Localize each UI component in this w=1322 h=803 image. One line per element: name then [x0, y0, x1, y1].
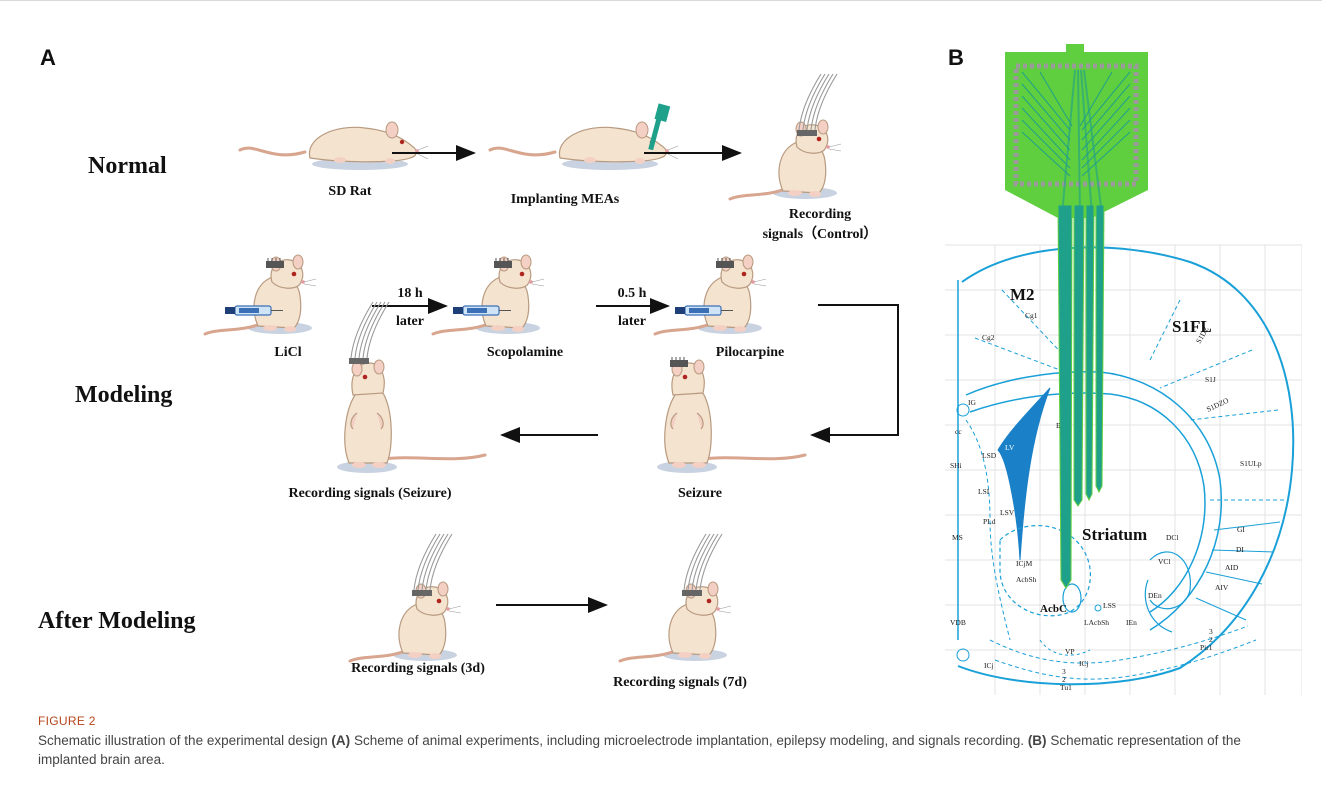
atlas-label-vcl: VCl: [1158, 557, 1171, 566]
caption-implanting: Implanting MEAs: [480, 191, 650, 209]
atlas-label-ig: IG: [968, 398, 976, 407]
atlas-label-s1dzo: S1DZO: [1205, 396, 1230, 414]
atlas-label-vdb: VDB: [950, 618, 966, 627]
atlas-label-cg1: Cg1: [1025, 311, 1038, 320]
atlas-label-s1fl: S1FL: [1172, 317, 1212, 336]
caption-pilocarpine: Pilocarpine: [690, 344, 810, 362]
atlas-label-lsi: LSI: [978, 487, 990, 496]
atlas-label-n2b: 2: [1062, 675, 1066, 684]
rat-pilocarpine-icon: [655, 255, 766, 334]
caption-rec-7d: Recording signals (7d): [580, 674, 780, 692]
atlas-label-vp: VP: [1065, 647, 1075, 656]
atlas-label-lacbsh: LAcbSh: [1084, 618, 1109, 627]
arrow-05h-bottom: later: [600, 313, 664, 331]
atlas-label-pld: PLd: [983, 517, 996, 526]
atlas-label-n2a: 2: [1209, 635, 1213, 644]
atlas-label-m2: M2: [1010, 285, 1035, 304]
caption-scopolamine: Scopolamine: [465, 344, 585, 362]
caption-sd-rat: SD Rat: [290, 183, 410, 201]
atlas-label-cc: cc: [955, 427, 962, 436]
arrow-18h-bottom: later: [380, 313, 440, 331]
caption-text-a: Scheme of animal experiments, including …: [354, 733, 1024, 748]
atlas-label-lss: LSS: [1103, 601, 1116, 610]
caption-seizure: Seizure: [650, 485, 750, 503]
atlas-label-aid: AID: [1225, 563, 1239, 572]
rat-seizure-icon: [657, 357, 805, 473]
figure-caption: Schematic illustration of the experiment…: [38, 731, 1278, 769]
caption-title: Schematic illustration of the experiment…: [38, 733, 328, 748]
rat-licl-icon: [205, 255, 316, 334]
atlas-label-striatum: Striatum: [1082, 525, 1147, 544]
rat-sd-icon: [240, 122, 429, 170]
rat-rec-7d-icon: [620, 534, 731, 661]
caption-ref-b: (B): [1028, 733, 1047, 748]
atlas-label-den: DEn: [1148, 591, 1162, 600]
atlas-label-icjm: ICjM: [1016, 559, 1033, 568]
caption-rec-3d: Recording signals (3d): [318, 660, 518, 678]
atlas-label-lv: LV: [1005, 443, 1015, 452]
atlas-label-lsd: LSD: [982, 451, 997, 460]
caption-licl: LiCl: [248, 344, 328, 362]
atlas-label-acbsh: AcbSh: [1016, 575, 1037, 584]
rat-control-icon: [730, 74, 841, 199]
atlas-label-icj: ICj: [984, 661, 994, 670]
atlas-label-ien: IEn: [1126, 618, 1137, 627]
caption-control-1: Recording: [745, 206, 895, 224]
atlas-label-icj2: ICj: [1079, 659, 1089, 668]
arrow-18h-top: 18 h: [380, 285, 440, 303]
caption-ref-a: (A): [331, 733, 350, 748]
atlas-label-dcl: DCl: [1166, 533, 1179, 542]
atlas-label-e: E: [1056, 421, 1061, 430]
atlas-label-gi: GI: [1237, 525, 1245, 534]
rat-rec-3d-icon: [350, 534, 461, 661]
rat-implanting-icon: [490, 103, 679, 170]
atlas-label-pir1: Pir1: [1200, 643, 1213, 652]
atlas-label-shi: SHi: [950, 461, 962, 470]
brain-atlas-illustration: Cg1 Cg2 IG cc SHi LSD LSI LSV LV E MS PL…: [945, 40, 1302, 695]
atlas-label-ms: MS: [952, 533, 963, 542]
atlas-label-cg2: Cg2: [982, 333, 995, 342]
atlas-label-lsv: LSV: [1000, 508, 1015, 517]
atlas-label-aiv: AIV: [1215, 583, 1229, 592]
figure-number: FIGURE 2: [38, 714, 96, 728]
atlas-label-acbc: AcbC: [1040, 603, 1067, 615]
caption-control-2: signals（Control）: [735, 226, 905, 244]
arrow-to-seizure: [812, 305, 898, 435]
atlas-label-di: DI: [1236, 545, 1244, 554]
atlas-label-s1j: S1J: [1205, 375, 1216, 384]
atlas-label-s1ulp: S1ULp: [1240, 459, 1262, 468]
caption-rec-seizure: Recording signals (Seizure): [245, 485, 495, 503]
atlas-label-tu1: Tu1: [1060, 683, 1072, 692]
arrow-05h-top: 0.5 h: [600, 285, 664, 303]
rat-scopolamine-icon: [433, 255, 544, 334]
